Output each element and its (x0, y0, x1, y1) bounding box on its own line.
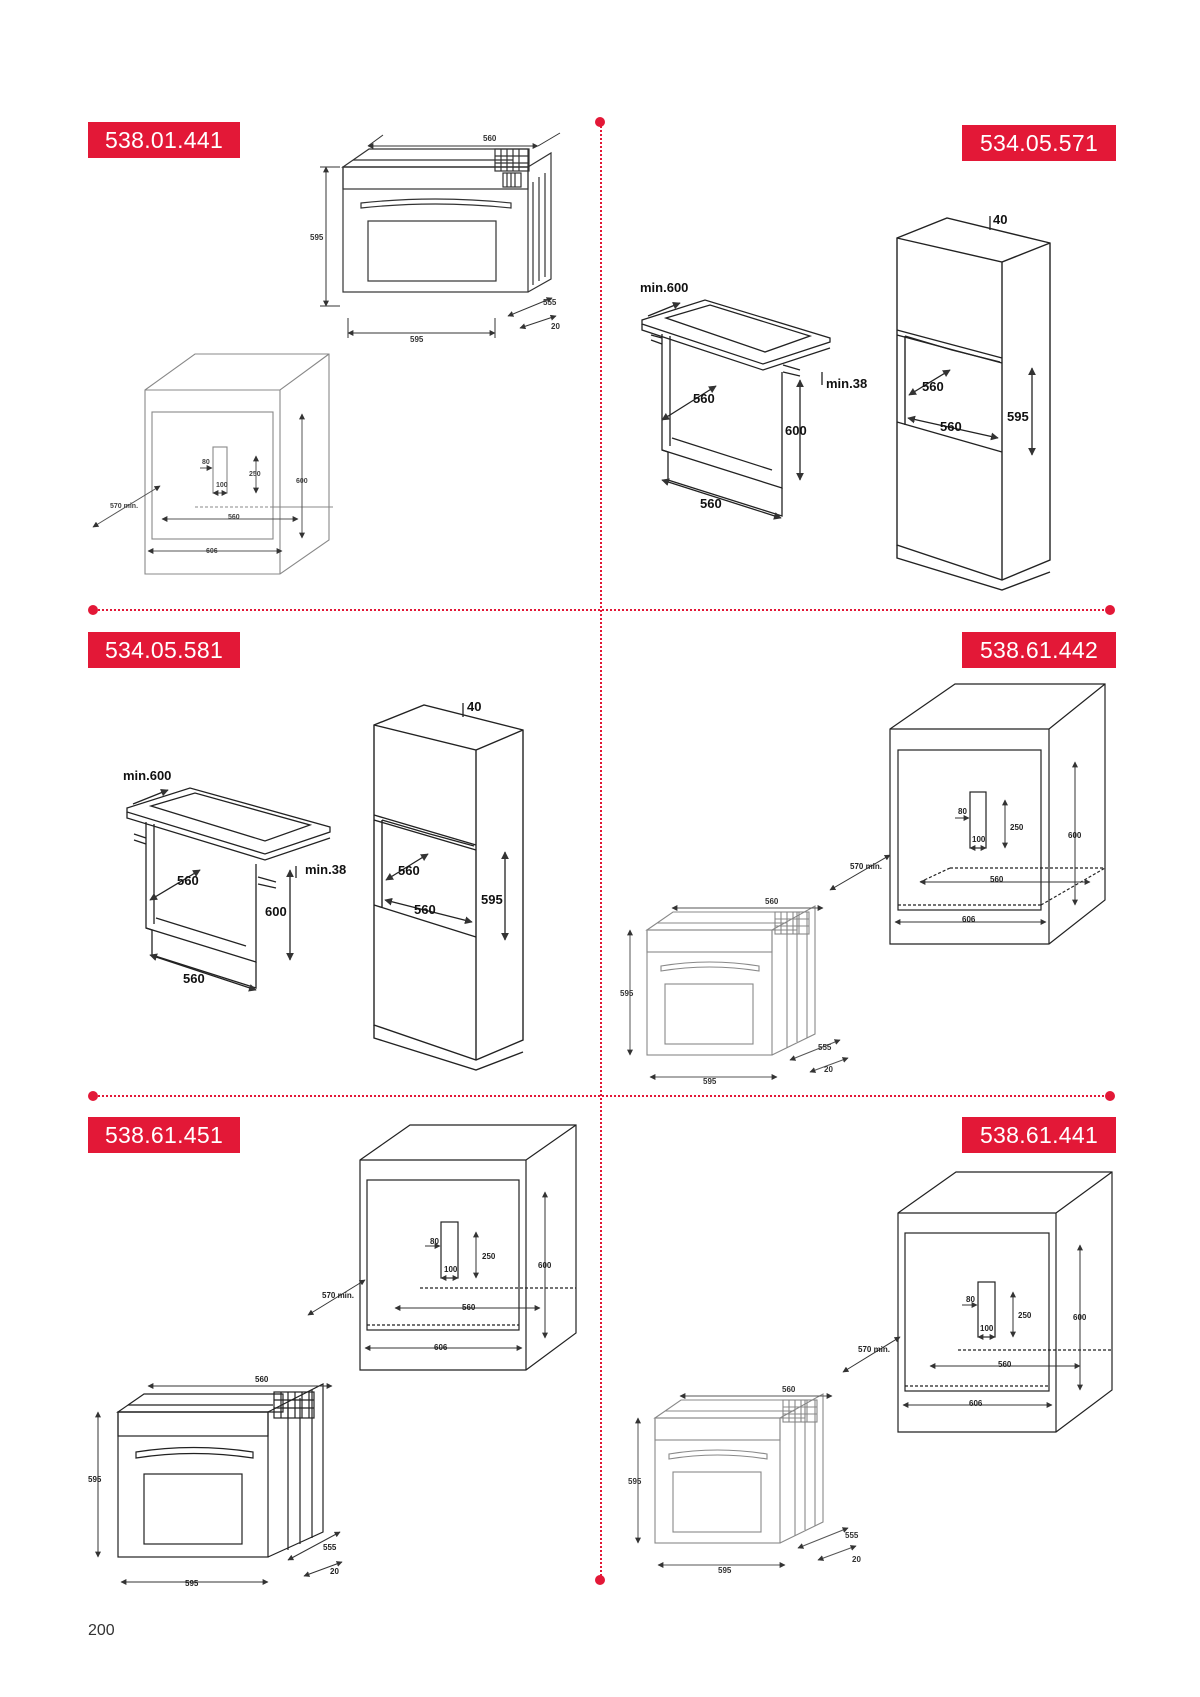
dim-560: 560 (183, 971, 205, 986)
cab-outer: 606 (962, 915, 976, 924)
cab-height: 600 (1073, 1313, 1087, 1322)
dim-depth: 555 (543, 298, 557, 307)
model-badge: 534.05.571 (962, 125, 1116, 161)
dim-min600: min.600 (640, 280, 688, 295)
conn-offset: 100 (972, 835, 986, 844)
model-badge: 538.61.441 (962, 1117, 1116, 1153)
conn-offset: 100 (980, 1324, 994, 1333)
dim-40: 40 (993, 212, 1007, 227)
dim-560: 560 (398, 863, 420, 878)
separator-dot (88, 605, 98, 615)
dim-560: 560 (940, 419, 962, 434)
cab-width: 560 (998, 1360, 1012, 1369)
dim-width: 560 (782, 1385, 796, 1394)
dim-width: 560 (765, 897, 779, 906)
vertical-separator (600, 122, 602, 1580)
dim-height: 595 (628, 1477, 642, 1486)
model-badge: 538.01.441 (88, 122, 240, 158)
conn-height: 250 (482, 1252, 496, 1261)
dim-lip: 20 (852, 1555, 861, 1564)
dim-height: 595 (620, 989, 634, 998)
conn-width: 80 (966, 1295, 975, 1304)
conn-offset: 100 (216, 482, 228, 489)
model-badge: 534.05.581 (88, 632, 240, 668)
dim-front-width: 595 (410, 335, 424, 344)
dim-600: 600 (265, 904, 287, 919)
dim-depth: 555 (323, 1543, 337, 1552)
dim-depth: 555 (818, 1043, 832, 1052)
dim-height: 595 (310, 233, 324, 242)
dim-560: 560 (414, 902, 436, 917)
horizontal-separator (94, 609, 1108, 611)
conn-height: 250 (1018, 1311, 1032, 1320)
model-badge: 538.61.451 (88, 1117, 240, 1153)
page-number: 200 (88, 1622, 115, 1639)
cab-height: 600 (538, 1261, 552, 1270)
dim-560: 560 (922, 379, 944, 394)
separator-dot (595, 1575, 605, 1585)
dim-595: 595 (481, 892, 503, 907)
dim-600: 600 (785, 423, 807, 438)
dim-min600: min.600 (123, 768, 171, 783)
dim-595: 595 (1007, 409, 1029, 424)
dim-width: 560 (255, 1375, 269, 1384)
separator-dot (1105, 1091, 1115, 1101)
dim-560: 560 (693, 391, 715, 406)
cab-depth: 570 min. (850, 862, 882, 871)
cab-height: 600 (1068, 831, 1082, 840)
dim-depth: 555 (845, 1531, 859, 1540)
cab-height: 600 (296, 478, 308, 485)
dim-front-width: 595 (718, 1566, 732, 1575)
dim-front-width: 595 (185, 1579, 199, 1588)
dim-lip: 20 (824, 1065, 833, 1074)
conn-width: 80 (958, 807, 967, 816)
dim-width: 560 (483, 134, 497, 143)
conn-width: 80 (202, 459, 210, 466)
cab-depth: 570 min. (858, 1345, 890, 1354)
model-badge: 538.61.442 (962, 632, 1116, 668)
dim-560: 560 (700, 496, 722, 511)
cab-depth: 570 min. (110, 503, 138, 510)
cab-outer: 606 (434, 1343, 448, 1352)
separator-dot (1105, 605, 1115, 615)
dim-min38: min.38 (826, 376, 867, 391)
conn-height: 250 (1010, 823, 1024, 832)
cab-width: 560 (228, 514, 240, 521)
horizontal-separator (94, 1095, 1108, 1097)
separator-dot (595, 117, 605, 127)
cab-outer: 606 (969, 1399, 983, 1408)
dim-560: 560 (177, 873, 199, 888)
dim-min38: min.38 (305, 862, 346, 877)
cab-width: 560 (462, 1303, 476, 1312)
dim-lip: 20 (551, 322, 560, 331)
dim-lip: 20 (330, 1567, 339, 1576)
conn-offset: 100 (444, 1265, 458, 1274)
conn-height: 250 (249, 471, 261, 478)
cab-outer: 606 (206, 548, 218, 555)
dim-height: 595 (88, 1475, 102, 1484)
separator-dot (88, 1091, 98, 1101)
dim-40: 40 (467, 699, 481, 714)
dim-front-width: 595 (703, 1077, 717, 1086)
cab-width: 560 (990, 875, 1004, 884)
conn-width: 80 (430, 1237, 439, 1246)
cab-depth: 570 min. (322, 1291, 354, 1300)
